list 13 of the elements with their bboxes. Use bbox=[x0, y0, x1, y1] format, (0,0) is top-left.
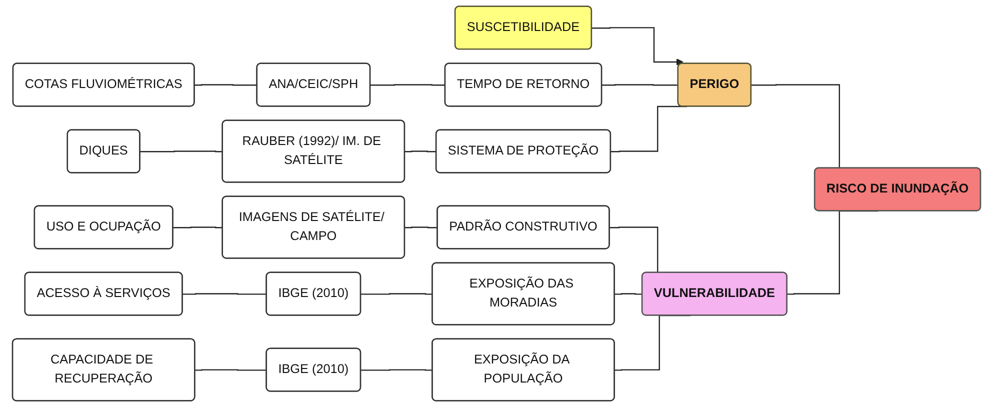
connector bbox=[360, 369, 433, 371]
arrow bbox=[592, 27, 684, 66]
connector bbox=[194, 84, 258, 86]
connector bbox=[140, 150, 223, 152]
connector bbox=[360, 293, 433, 295]
connector bbox=[195, 369, 267, 371]
connector bbox=[370, 84, 446, 86]
connector bbox=[182, 293, 267, 295]
connector bbox=[173, 226, 223, 228]
connector bbox=[614, 293, 642, 295]
connector bbox=[602, 84, 678, 86]
connector bbox=[404, 226, 438, 228]
connector bbox=[404, 150, 436, 152]
